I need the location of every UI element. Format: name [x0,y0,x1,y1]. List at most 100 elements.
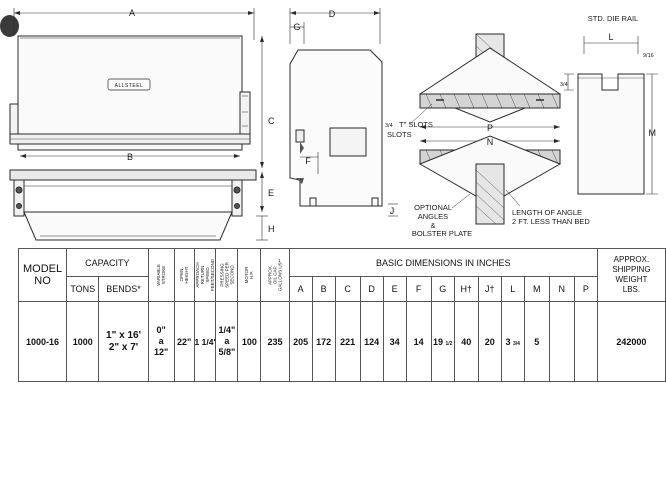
cell-approach-speed: 1 1/4" [193,301,217,382]
cell-dim-h: 40 [453,301,479,382]
optional-angles-label: OPTIONAL ANGLES & BOLSTER PLATE [412,203,472,238]
header-dim-j: J† [477,276,502,302]
cell-bends-line-2: 2" x 7' [108,341,139,353]
length-of-angle-line-1: LENGTH OF ANGLE [512,208,582,217]
header-capacity: CAPACITY [66,248,149,277]
optional-angles-line-1: OPTIONAL [414,203,452,212]
t-slot-label-2: SLOTS [387,130,412,139]
cell-dim-n [548,301,575,382]
cell-stroke-line-2: a [158,336,164,346]
cell-bends: 1" x 16' 2" x 7' [98,301,149,382]
cell-dim-g: 19 1/2 [430,301,455,382]
cell-bends-line-1: 1" x 16' [106,329,141,341]
dim-label-l: L [608,32,613,42]
cell-dim-p [573,301,598,382]
header-dim-d: D [359,276,384,302]
header-dim-g: G [430,276,455,302]
cell-dim-a: 205 [288,301,313,382]
header-dim-p: P [573,276,598,302]
press-brake-drawing: A B C D E F G H J L M N P ALLSTEEL STD. … [9,8,658,241]
cell-dim-f: 14 [405,301,432,382]
dim-label-n: N [487,137,494,147]
header-variable-stroke: VARIABLE STROKE [147,248,175,302]
cell-dim-l-fraction: 3/4 [512,340,520,347]
header-oil-cap: APPROX. OIL CAP. GALLONS US** [260,248,290,302]
header-dim-b: B [311,276,336,302]
cell-dim-m: 5 [523,301,550,382]
header-shipping-weight: APPROX. SHIPPING WEIGHT LBS. [596,248,666,302]
header-dim-n: N [548,276,575,302]
cell-oil-cap: 235 [260,301,290,382]
cell-stroke-line-1: 0" [156,325,166,335]
cell-model: 1000-16 [17,301,68,382]
header-pressing-speed-text: PRESSING SPEED PER SECOND [219,262,235,288]
cell-dim-j: 20 [477,301,502,382]
cell-dim-g-fraction: 1/2 [445,340,453,347]
length-of-angle-line-2: 2 FT. LESS THAN BED [512,217,590,226]
header-shipping-line-2: SHIPPING [612,265,651,274]
header-shipping-line-3: WEIGHT [615,275,648,284]
optional-angles-line-4: BOLSTER PLATE [412,229,472,238]
cell-dim-b: 172 [311,301,336,382]
optional-angles-line-3: & [430,221,435,230]
dim-label-c: C [268,116,275,126]
t-slot-fraction: 3/4 [385,123,393,129]
header-variable-stroke-text: VARIABLE STROKE [156,264,167,286]
header-motor-hp: MOTOR H.P. [237,248,262,302]
length-of-angle-label: LENGTH OF ANGLE 2 FT. LESS THAN BED [512,208,590,226]
header-model-line-1: MODEL [22,263,63,275]
dim-label-m: M [649,128,657,138]
die-rail-section [564,36,658,195]
header-shipping-line-1: APPROX. [613,255,650,264]
optional-angles-line-2: ANGLES [418,212,448,221]
header-dim-c: C [334,276,361,302]
header-dim-h: H† [453,276,479,302]
header-dim-f: F [405,276,432,302]
t-slot-section [409,33,562,225]
header-model-line-2: NO [34,275,51,287]
cell-pressing-speed: 1/4" a 5/8" [215,301,239,382]
table-header-row-2: TONS BENDS* A B C D E F G H† J† L M N P [19,276,666,302]
cell-dim-l-whole: 3 [505,336,511,347]
t-slot-label: T" SLOTS [399,120,433,129]
brand-plate-text: ALLSTEEL [115,83,144,89]
front-view [9,8,268,241]
cell-dim-e: 34 [382,301,407,382]
header-dim-l: L [500,276,525,302]
cell-open-height: 22" [173,301,195,382]
dim-label-g: G [293,22,300,32]
cell-motor-hp: 100 [237,301,262,382]
cell-dim-c: 221 [334,301,361,382]
header-tons: TONS [66,276,100,302]
header-approach-speed: APPROACH RETURN SPEED FEET/SECOND [193,248,217,302]
dim-label-h: H [268,224,275,234]
cell-pressing-line-2: a [224,336,230,346]
header-open-height-text: OPEN HEIGHT [179,266,190,284]
dim-label-e: E [268,188,274,198]
cell-pressing-line-1: 1/4" [218,325,236,335]
dim-label-b: B [127,152,133,162]
header-pressing-speed: PRESSING SPEED PER SECOND [215,248,239,302]
table-row: 1000-16 1000 1" x 16' 2" x 7' 0" a 12" 2… [17,301,666,382]
dim-label-f: F [305,156,311,166]
header-open-height: OPEN HEIGHT [173,248,195,302]
side-view [289,8,398,217]
die-rail-fraction-side: 3/4 [560,82,568,88]
die-rail-title: STD. DIE RAIL [588,14,638,23]
dim-label-j: J [390,206,395,216]
header-approach-speed-text: APPROACH RETURN SPEED FEET/SECOND [195,258,215,292]
cell-variable-stroke: 0" a 12" [147,301,175,382]
header-shipping-line-4: LBS. [622,285,641,294]
header-oil-cap-text: APPROX. OIL CAP. GALLONS US** [267,258,283,292]
header-basic-dimensions: BASIC DIMENSIONS IN INCHES [288,248,598,277]
header-dim-e: E [382,276,407,302]
cell-dim-g-whole: 19 [432,336,443,347]
cell-stroke-line-3: 12" [153,347,169,357]
cell-tons: 1000 [66,301,100,382]
dim-label-p: P [487,123,493,133]
cell-dim-d: 124 [359,301,384,382]
header-motor-hp-text: MOTOR H.P. [244,266,255,284]
